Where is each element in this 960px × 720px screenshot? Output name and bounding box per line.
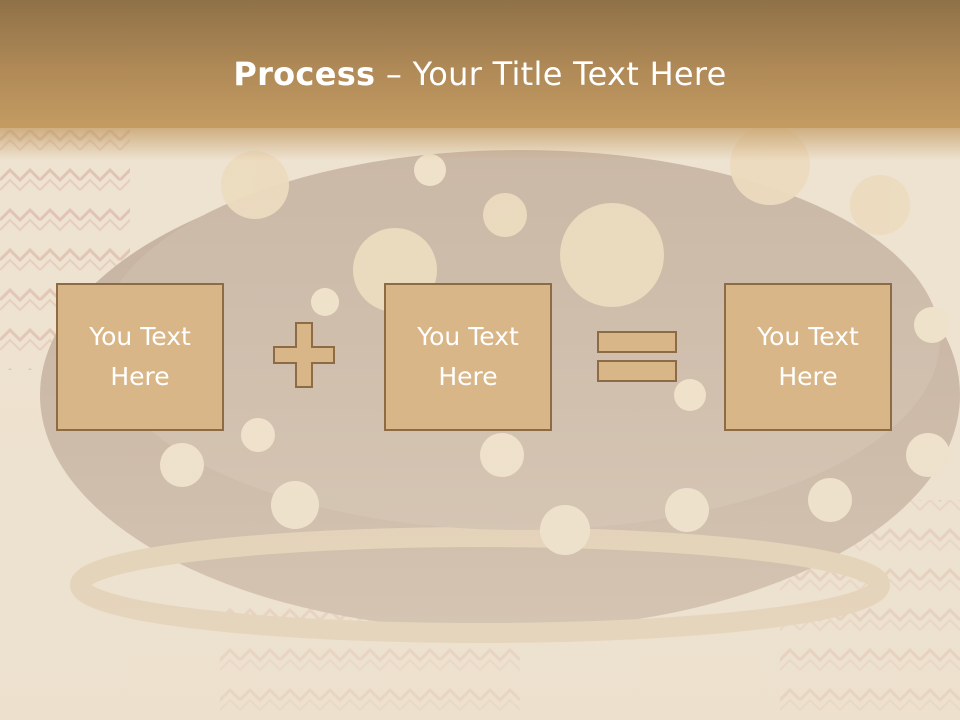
slide-title: Process – Your Title Text Here	[0, 54, 960, 94]
title-bold: Process	[233, 55, 376, 93]
text-box-3[interactable]: You Text Here	[724, 283, 892, 431]
text-box-2[interactable]: You Text Here	[384, 283, 552, 431]
text-box-1[interactable]: You Text Here	[56, 283, 224, 431]
header-bar	[0, 0, 960, 128]
text-box-1-label: You Text Here	[89, 322, 191, 391]
equals-icon	[597, 331, 677, 382]
text-box-3-label: You Text Here	[757, 322, 859, 391]
plus-icon	[273, 322, 335, 388]
text-box-2-label: You Text Here	[417, 322, 519, 391]
title-rest: – Your Title Text Here	[375, 55, 727, 93]
